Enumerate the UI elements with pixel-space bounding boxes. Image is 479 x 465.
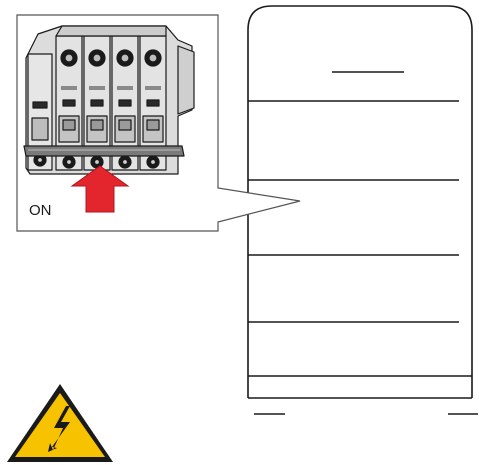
lightning-bolt-icon (48, 406, 70, 452)
circuit-breaker (23, 25, 195, 175)
breaker-din-clip (177, 45, 195, 115)
high-voltage-warning-icon (7, 384, 113, 462)
switch-state-label: ON (29, 202, 52, 219)
breaker-toggle-bar (23, 145, 185, 157)
cabinet-outline (247, 5, 478, 415)
switch-on-arrow (70, 165, 130, 213)
detail-callout: ON (16, 14, 301, 232)
breaker-top-bar (55, 25, 167, 37)
